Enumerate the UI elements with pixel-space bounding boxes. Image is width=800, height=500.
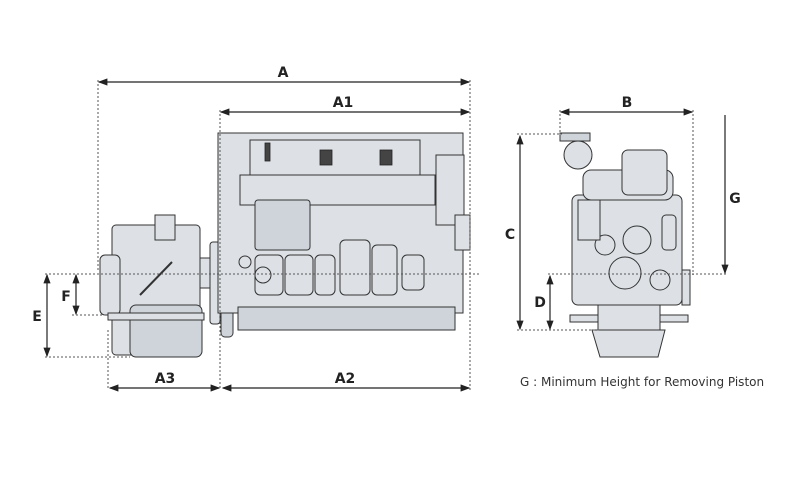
label-e: E <box>32 309 42 325</box>
label-a3: A3 <box>155 371 176 387</box>
dimension-lines-side: A A1 A2 A3 E F <box>32 65 480 392</box>
g-definition-note: G : Minimum Height for Removing Piston <box>520 375 764 389</box>
label-f: F <box>61 289 71 305</box>
label-g: G <box>729 191 741 207</box>
engine-front-view <box>559 132 691 358</box>
label-a1: A1 <box>333 95 354 111</box>
label-b: B <box>622 95 633 111</box>
dimension-lines-front: B C D G G : Minimum Height for Removing … <box>505 95 764 389</box>
engine-side-view <box>99 132 471 358</box>
label-c: C <box>505 227 515 243</box>
label-d: D <box>534 295 546 311</box>
label-a: A <box>278 65 289 81</box>
label-a2: A2 <box>335 371 356 387</box>
